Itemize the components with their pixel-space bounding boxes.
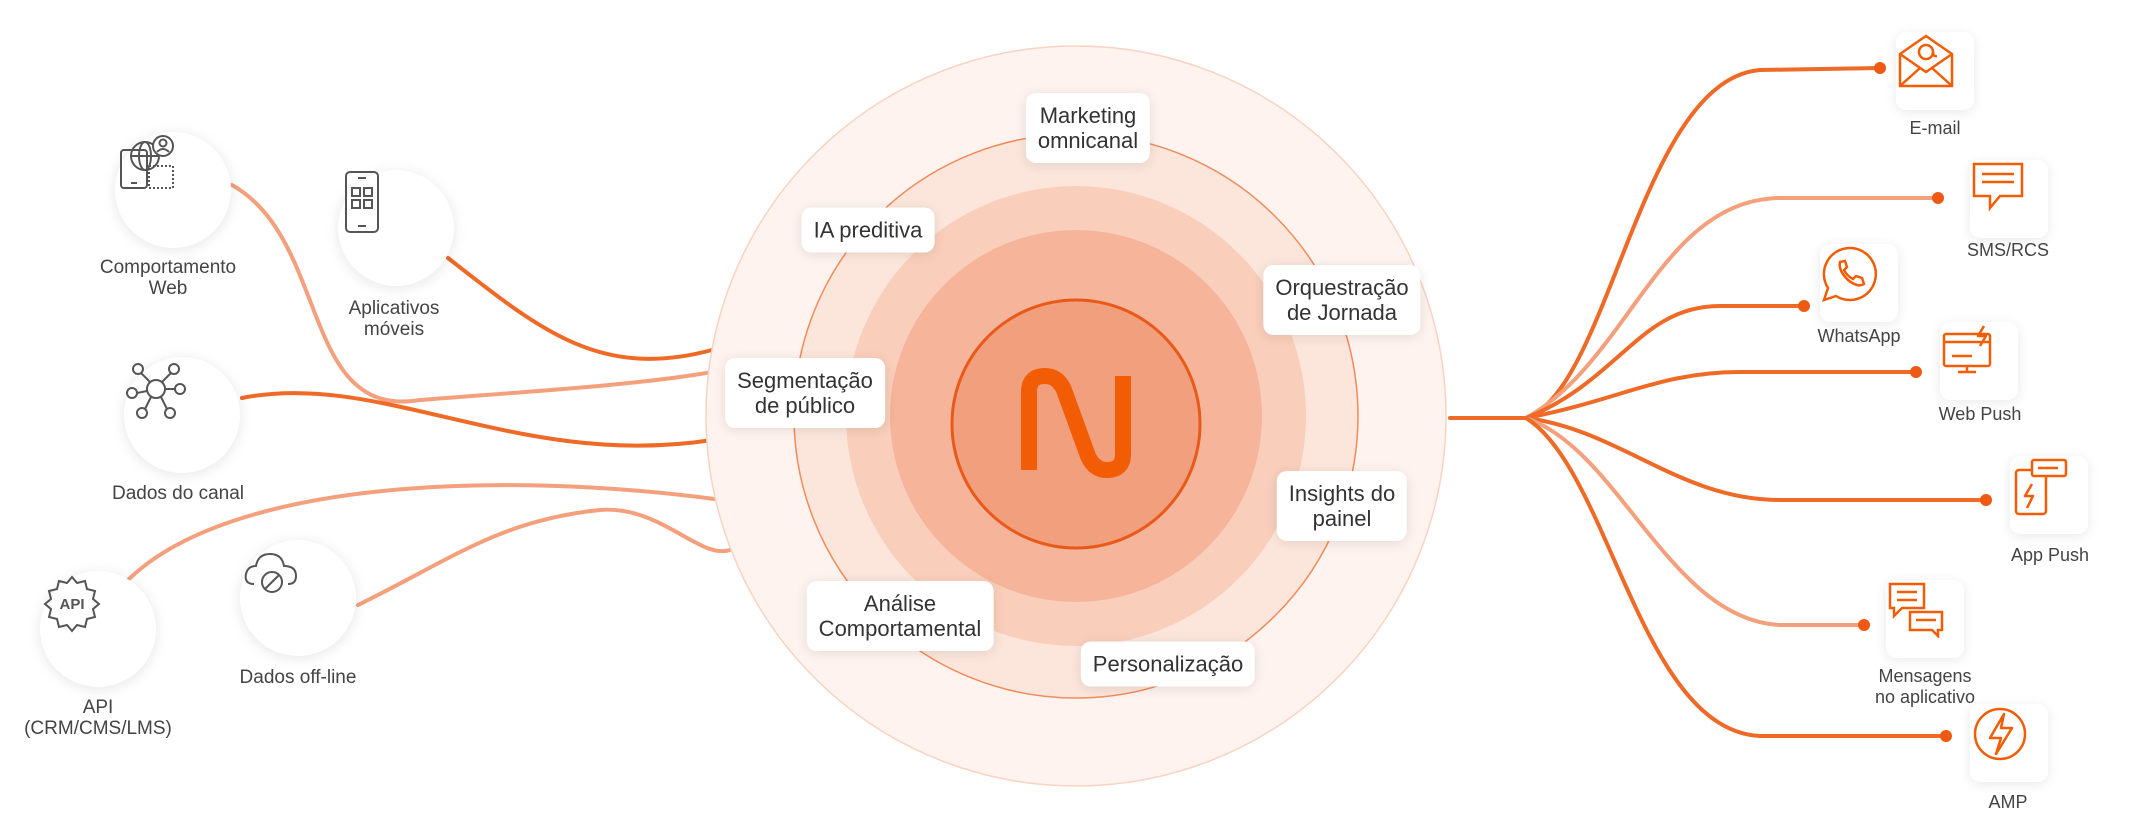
feature-ia-preditiva: IA preditiva (801, 207, 935, 253)
channel-whatsapp (1820, 244, 1898, 322)
connector-offline (356, 507, 732, 607)
connector-whatsapp (1524, 304, 1806, 420)
channel-sms-label: SMS/RCS (1966, 240, 2050, 260)
source-channel (124, 357, 240, 473)
connector-amp (1524, 416, 1948, 738)
amp-icon (1973, 707, 2027, 761)
cloud-offline-icon (244, 552, 298, 593)
svg-text:API: API (59, 596, 84, 613)
channel-webpush (1940, 322, 2018, 400)
endpoint-webpush (1910, 366, 1922, 378)
source-offline (240, 540, 356, 656)
source-channel-label: Dados do canal (111, 483, 245, 504)
connector-apps (446, 256, 714, 361)
feature-orquestracao: Orquestração de Jornada (1263, 265, 1421, 335)
in-app-message-icon (1888, 582, 1944, 638)
web-behavior-icon (120, 135, 174, 189)
source-offline-label: Dados off-line (239, 667, 357, 688)
channel-apppush-label: App Push (2010, 545, 2090, 565)
netcore-logo-icon (1021, 368, 1131, 478)
feature-analise: Análise Comportamental (806, 581, 994, 651)
connector-web (230, 183, 714, 404)
channel-whatsapp-label: WhatsApp (1817, 326, 1901, 346)
connector-apppush (1524, 416, 1988, 502)
source-web (115, 132, 231, 248)
connector-email (1524, 66, 1882, 420)
endpoint-amp (1940, 730, 1952, 742)
connector-channel (240, 391, 714, 448)
sms-icon (1972, 162, 2024, 212)
web-push-icon (1942, 325, 1992, 374)
source-apps (338, 170, 454, 286)
endpoint-whatsapp (1798, 300, 1810, 312)
api-gear-icon: API (43, 575, 101, 633)
source-api-label: API (CRM/CMS/LMS) (24, 697, 172, 739)
endpoint-email (1874, 62, 1886, 74)
feature-insights: Insights do painel (1276, 471, 1408, 541)
connector-webpush (1524, 370, 1918, 420)
source-web-label: Comportamento Web (99, 257, 237, 299)
feature-marketing-omnicanal: Marketing omnicanal (1025, 93, 1151, 163)
mobile-app-icon (345, 171, 379, 233)
endpoint-inapp (1858, 619, 1870, 631)
feature-personalizacao: Personalização (1080, 641, 1256, 687)
endpoint-sms (1932, 192, 1944, 204)
whatsapp-icon (1822, 246, 1878, 302)
channel-email (1896, 32, 1974, 110)
channel-apppush (2010, 456, 2088, 534)
channel-inapp (1886, 580, 1964, 658)
source-api: API (40, 571, 156, 687)
channel-amp-label: AMP (1988, 792, 2028, 812)
network-hub-icon (126, 363, 186, 419)
source-apps-label: Aplicativos móveis (348, 298, 440, 340)
channel-webpush-label: Web Push (1938, 404, 2022, 424)
email-icon (1898, 34, 1954, 88)
connector-sms (1524, 196, 1940, 420)
connector-inapp (1524, 416, 1866, 627)
channel-email-label: E-mail (1909, 118, 1961, 138)
app-push-icon (2014, 458, 2068, 516)
channel-sms (1970, 160, 2048, 238)
feature-segmentacao: Segmentação de público (725, 358, 885, 428)
connector-api (126, 483, 724, 582)
channel-amp (1970, 704, 2048, 782)
channel-inapp-label: Mensagens no aplicativo (1874, 666, 1976, 707)
endpoint-apppush (1980, 494, 1992, 506)
